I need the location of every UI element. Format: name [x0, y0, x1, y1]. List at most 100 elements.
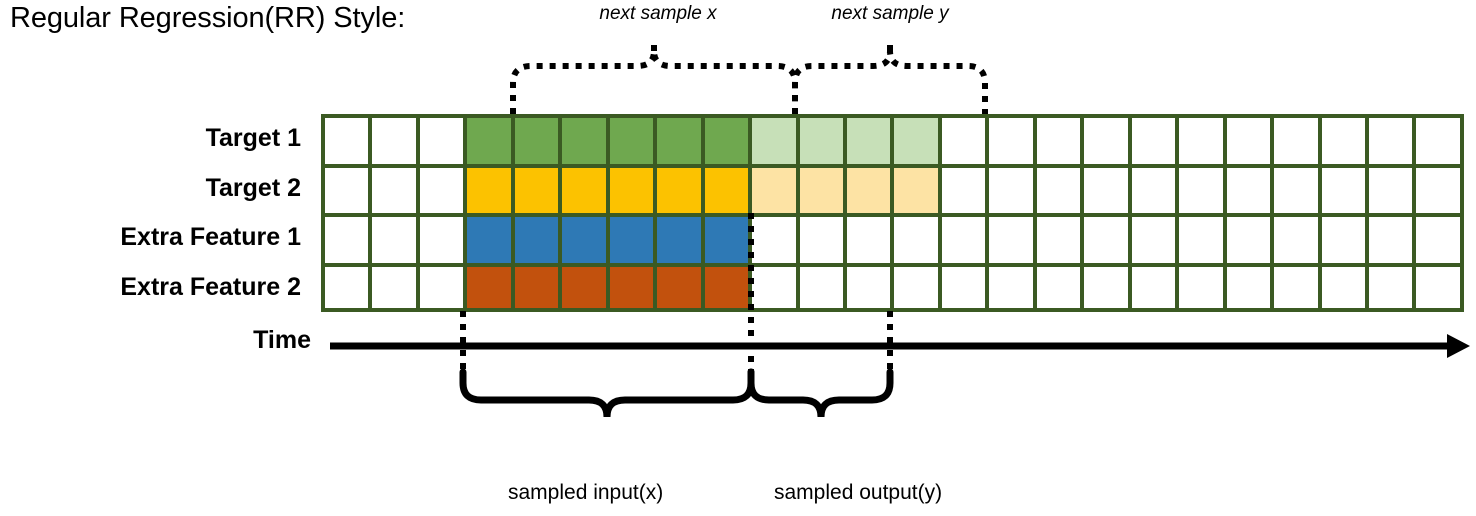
row-label-text: Target 2 — [205, 173, 301, 202]
sampled-output-caption: sampled output(y) horizon=4 output_featu… — [774, 424, 986, 516]
row-label-text: Extra Feature 2 — [120, 272, 301, 301]
grid-cell-blank — [1036, 266, 1081, 308]
grid-cell-blank — [1084, 266, 1128, 308]
grid-cell-blank — [1084, 118, 1128, 164]
row-label-target-2: Target 2 — [206, 164, 301, 214]
next-sample-y-label: next sample y — [831, 3, 949, 24]
grid-cell-input — [609, 167, 654, 213]
grid-cell-input — [704, 118, 749, 164]
grid-cell-input — [657, 118, 701, 164]
row-label-text: Extra Feature 1 — [120, 223, 301, 252]
grid-cell-blank — [1226, 118, 1271, 164]
grid-cell-input — [562, 217, 606, 263]
grid-cell-blank — [989, 118, 1033, 164]
grid-row — [321, 263, 1464, 313]
grid-cell-blank — [372, 118, 416, 164]
grid-cell-blank — [941, 217, 986, 263]
grid-cell-blank — [846, 266, 891, 308]
grid-cell-blank — [1226, 266, 1271, 308]
page-title: Regular Regression(RR) Style: — [10, 2, 406, 34]
grid-cell-blank — [372, 167, 416, 213]
grid-cell-blank — [941, 118, 986, 164]
caption-line: sampled input(x) — [508, 481, 664, 505]
next-sample-x-brace — [510, 50, 798, 114]
row-label-extra-feature-1: Extra Feature 1 — [120, 213, 301, 263]
grid-cell-blank — [372, 266, 416, 308]
grid-cell-blank — [989, 217, 1033, 263]
grid-cell-blank — [1416, 266, 1460, 308]
grid-cell-input — [657, 217, 701, 263]
row-label-text: Target 1 — [205, 124, 301, 153]
grid-cell-blank — [1084, 167, 1128, 213]
grid-cell-blank — [1084, 217, 1128, 263]
grid-cell-output — [894, 118, 938, 164]
time-axis-arrow — [330, 334, 1470, 358]
grid-cell-input — [657, 266, 701, 308]
grid-row — [321, 164, 1464, 213]
sampled-output-brace — [747, 368, 894, 418]
grid-cell-input — [514, 167, 559, 213]
next-sample-y-brace — [792, 50, 988, 114]
grid-cell-input — [609, 217, 654, 263]
grid-cell-blank — [1036, 217, 1081, 263]
grid-cell-input — [467, 118, 511, 164]
grid-cell-blank — [1131, 118, 1176, 164]
grid-cell-blank — [325, 266, 369, 308]
grid-cell-blank — [846, 217, 891, 263]
grid-cell-blank — [1036, 118, 1081, 164]
grid-cell-blank — [325, 167, 369, 213]
row-label-column: Target 1 Target 2 Extra Feature 1 Extra … — [0, 114, 311, 312]
grid-cell-blank — [752, 266, 796, 308]
grid-cell-blank — [894, 217, 938, 263]
row-label-extra-feature-2: Extra Feature 2 — [120, 263, 301, 313]
grid-cell-blank — [1131, 167, 1176, 213]
grid-cell-input — [514, 217, 559, 263]
grid-cell-blank — [419, 118, 464, 164]
grid-cell-blank — [419, 217, 464, 263]
grid-cell-input — [704, 266, 749, 308]
grid-cell-blank — [1321, 118, 1365, 164]
grid-cell-blank — [1179, 167, 1223, 213]
grid-cell-blank — [1226, 217, 1271, 263]
grid-cell-blank — [1131, 266, 1176, 308]
time-axis-label: Time — [253, 326, 311, 354]
grid-cell-blank — [1131, 217, 1176, 263]
grid-cell-blank — [1226, 167, 1271, 213]
sampled-input-brace — [459, 368, 755, 418]
grid-cell-blank — [1036, 167, 1081, 213]
sampled-input-caption: sampled input(x) lookback=6 input_featur… — [508, 424, 707, 516]
grid-cell-input — [657, 167, 701, 213]
grid-cell-blank — [894, 266, 938, 308]
caption-line: sampled output(y) — [774, 481, 943, 505]
grid-cell-input — [514, 266, 559, 308]
grid-cell-blank — [941, 167, 986, 213]
grid-cell-blank — [1416, 118, 1460, 164]
next-sample-x-label: next sample x — [599, 3, 717, 24]
grid-cell-blank — [1179, 217, 1223, 263]
grid-cell-blank — [419, 266, 464, 308]
grid-cell-blank — [1179, 118, 1223, 164]
grid-cell-blank — [1179, 266, 1223, 308]
grid-cell-blank — [1274, 217, 1318, 263]
grid-cell-blank — [989, 266, 1033, 308]
grid-cell-input — [704, 217, 749, 263]
grid-cell-output — [799, 118, 843, 164]
grid-cell-output — [846, 118, 891, 164]
grid-cell-input — [704, 167, 749, 213]
grid-cell-blank — [1368, 118, 1413, 164]
grid-cell-blank — [1274, 118, 1318, 164]
grid-cell-blank — [1368, 217, 1413, 263]
grid-cell-output — [752, 167, 796, 213]
grid-cell-output — [799, 167, 843, 213]
grid-cell-input — [562, 167, 606, 213]
grid-cell-blank — [325, 217, 369, 263]
grid-cell-blank — [941, 266, 986, 308]
grid-cell-input — [467, 266, 511, 308]
grid-cell-input — [609, 118, 654, 164]
timeline-grid — [321, 114, 1464, 312]
grid-cell-blank — [1368, 167, 1413, 213]
grid-cell-blank — [989, 167, 1033, 213]
grid-cell-input — [562, 266, 606, 308]
grid-cell-blank — [799, 266, 843, 308]
